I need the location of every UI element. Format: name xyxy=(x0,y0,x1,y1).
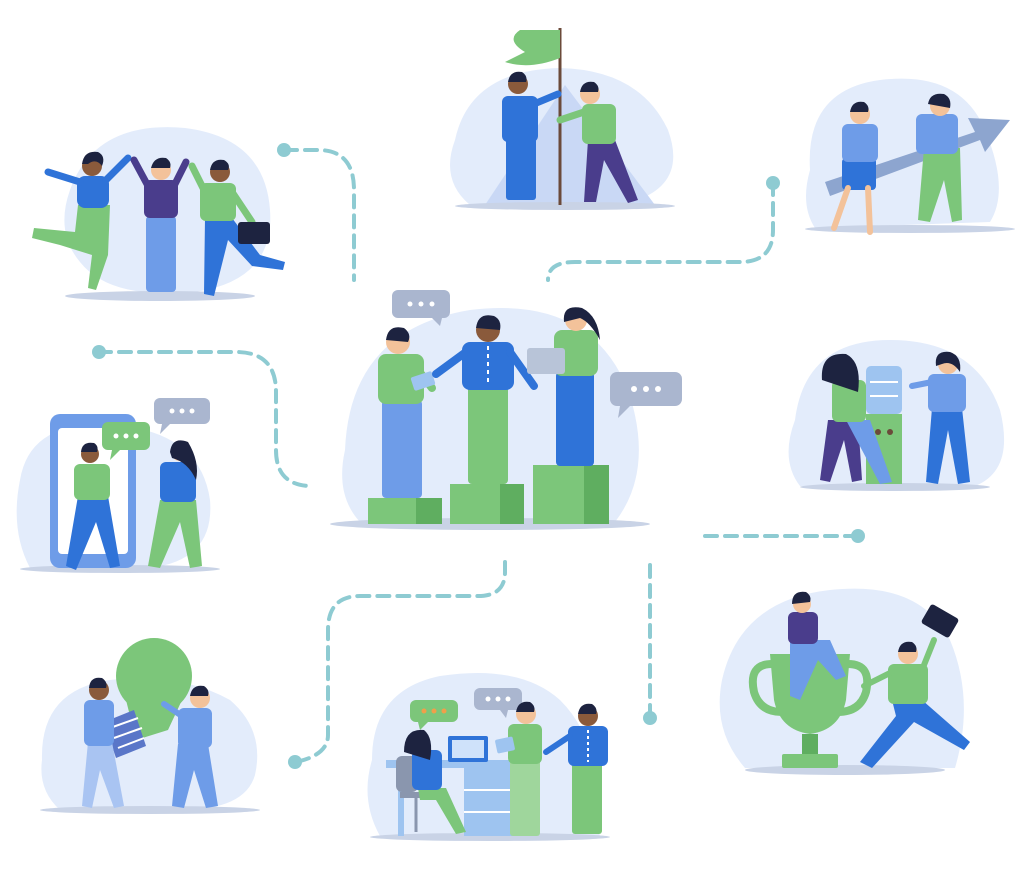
tablet-icon xyxy=(410,371,436,391)
scene-growth-arrow xyxy=(805,78,1015,235)
person-jumping xyxy=(32,151,132,290)
scene-team-celebration xyxy=(32,127,285,301)
person-podium-center xyxy=(432,315,538,484)
ground-shadow xyxy=(370,833,610,841)
podium-icon xyxy=(368,465,609,524)
person-podium-left xyxy=(378,327,436,498)
background-blob xyxy=(806,78,999,228)
connector-top-left xyxy=(283,148,356,282)
briefcase-icon xyxy=(921,604,959,638)
laptop-icon xyxy=(527,348,565,374)
chat-bubble-grey xyxy=(154,398,210,434)
connector-top-right xyxy=(546,181,775,282)
scene-office-desk xyxy=(367,673,610,841)
connector-dot xyxy=(288,755,302,769)
scene-idea-lightbulb xyxy=(40,638,260,814)
person-carrying-arrow-left xyxy=(831,101,878,235)
connector-bottom-left xyxy=(294,560,507,764)
person-stepping-out-of-phone xyxy=(66,442,120,570)
ground-shadow xyxy=(40,806,260,814)
flag-icon xyxy=(505,30,560,66)
person-at-cooler-right xyxy=(909,351,970,484)
person-holding-flag-right xyxy=(556,81,638,203)
person-sitting-on-trophy xyxy=(788,591,846,700)
person-standing-right xyxy=(543,703,608,834)
scene-water-cooler-talk xyxy=(788,340,1005,491)
ground-shadow xyxy=(805,225,1015,233)
chat-bubble-grey xyxy=(474,688,522,718)
scene-goal-flag xyxy=(450,28,675,210)
person-holding-bulb-right xyxy=(161,685,218,808)
person-carrying-arrow-right xyxy=(916,93,962,222)
person-at-cooler-left xyxy=(820,353,892,484)
tablet-icon xyxy=(495,736,515,754)
person-with-briefcase xyxy=(188,159,285,296)
person-seated xyxy=(404,729,466,834)
connector-mid-left xyxy=(97,350,314,488)
person-talking xyxy=(148,440,202,568)
chat-bubble-right xyxy=(610,372,682,418)
connectors xyxy=(97,148,860,764)
ground-shadow xyxy=(65,291,255,301)
connector-dot xyxy=(92,345,106,359)
scene-trophy-win xyxy=(719,588,970,775)
ground-shadow xyxy=(745,765,945,775)
chat-bubble-green xyxy=(102,422,150,460)
ground-shadow xyxy=(800,483,990,491)
person-high-five-center xyxy=(130,156,190,292)
connector-dot xyxy=(643,711,657,725)
person-standing-tablet xyxy=(495,701,542,836)
chat-bubble-top xyxy=(392,290,450,326)
chat-bubble-green xyxy=(410,700,458,730)
person-podium-right xyxy=(527,307,600,466)
connector-dot xyxy=(277,143,291,157)
scene-podium-meeting xyxy=(330,290,682,530)
briefcase-icon xyxy=(238,222,270,244)
scene-mobile-chat xyxy=(16,398,220,573)
person-celebrating xyxy=(860,604,970,768)
person-holding-flag-left xyxy=(502,71,562,200)
connector-dot xyxy=(851,529,865,543)
connector-dots xyxy=(92,143,865,769)
connector-dot xyxy=(766,176,780,190)
person-holding-bulb-left xyxy=(82,677,124,808)
ground-shadow xyxy=(455,202,675,210)
